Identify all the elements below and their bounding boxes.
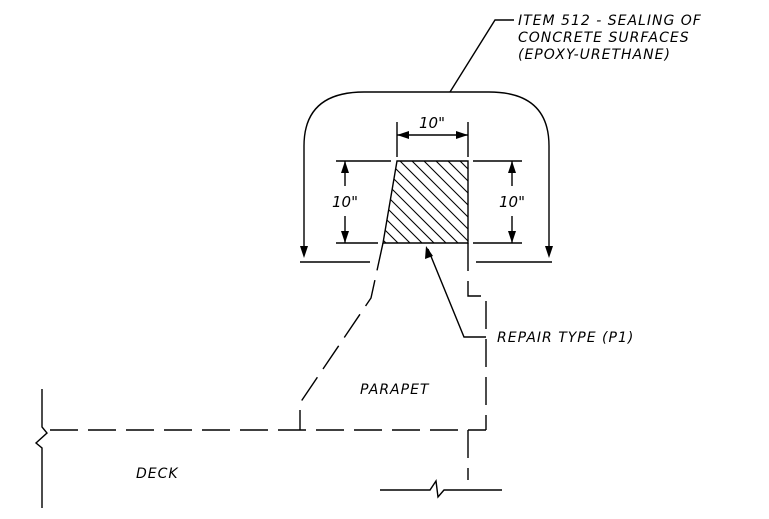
deck: [34, 389, 502, 508]
parapet-left-face: [299, 242, 384, 430]
dim-top-width-text: 10": [419, 114, 445, 132]
deck-label: DECK: [136, 466, 179, 482]
sealing-leader: [449, 19, 514, 93]
deck-break-line-bottom: [380, 479, 502, 499]
repair-outline: [382, 160, 469, 244]
dim-arrow-top-left: [397, 131, 409, 139]
dim-arrow-top-right: [456, 131, 468, 139]
sealing-extent-line: [303, 91, 550, 252]
sealing-arrow-right: [545, 246, 553, 258]
repair-leader: [425, 246, 486, 338]
repair-leader-line: [427, 248, 486, 338]
repair-hatching: [383, 161, 468, 243]
sealing-arrow-left: [300, 246, 308, 258]
deck-break-line-left: [34, 389, 48, 508]
dimension-left-height: 10": [332, 160, 391, 244]
parapet-outline: [299, 242, 487, 430]
repair-area-p1: [382, 160, 469, 244]
parapet-right-face: [467, 243, 487, 430]
sealing-note-line-3: (EPOXY-URETHANE): [518, 47, 671, 63]
dim-arrow-left-top: [341, 161, 349, 173]
sealing-extent: [300, 91, 553, 263]
sealing-note-line-1: ITEM 512 - SEALING OF: [518, 13, 702, 29]
parapet-label: PARAPET: [360, 382, 430, 398]
dimension-right-height: 10": [473, 160, 525, 244]
repair-type-label: REPAIR TYPE (P1): [497, 330, 634, 346]
dim-arrow-right-bottom: [508, 231, 516, 243]
dim-right-height-text: 10": [499, 193, 525, 211]
dim-arrow-left-bottom: [341, 231, 349, 243]
repair-leader-arrow: [425, 246, 433, 259]
dimension-top-width: 10": [396, 114, 469, 157]
dim-arrow-right-top: [508, 161, 516, 173]
dim-left-height-text: 10": [332, 193, 358, 211]
sealing-note-line-2: CONCRETE SURFACES: [518, 30, 690, 46]
